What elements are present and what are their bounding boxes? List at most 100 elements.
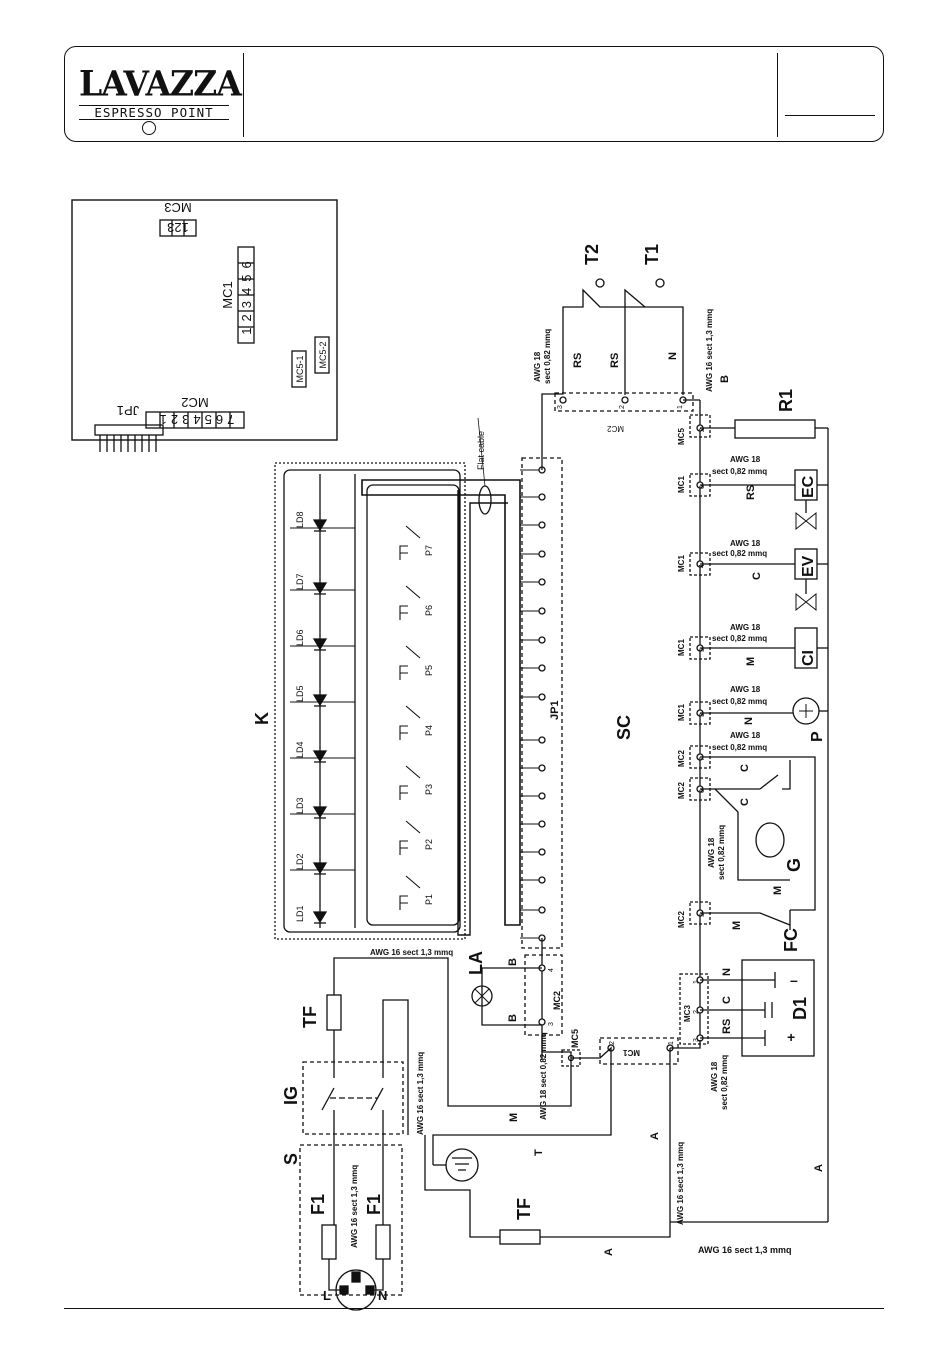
svg-text:AWG 18: AWG 18 xyxy=(730,731,761,740)
lower-wiring: 4 3 MC2 LA B B MC5 2 1 MC1 AWG 18 sect 0… xyxy=(333,951,828,1256)
logo-subtitle: ESPRESSO POINT xyxy=(79,105,229,120)
led-label-ld8: LD8 xyxy=(295,511,305,528)
svg-text:sect 0,82 mmq: sect 0,82 mmq xyxy=(712,467,767,476)
svg-text:–: – xyxy=(790,972,798,988)
p-label: P xyxy=(809,731,826,742)
button-label-p5: P5 xyxy=(424,665,434,676)
plug-n-label: N xyxy=(378,1288,387,1303)
svg-text:5: 5 xyxy=(699,913,706,917)
svg-text:sect 0,82 mmq: sect 0,82 mmq xyxy=(712,743,767,752)
led-ld4 xyxy=(312,750,328,763)
title-code-line xyxy=(785,115,875,116)
button-label-p2: P2 xyxy=(424,839,434,850)
svg-text:JP1: JP1 xyxy=(549,700,561,720)
led-label-ld1: LD1 xyxy=(295,905,305,922)
svg-text:2: 2 xyxy=(699,428,706,432)
title-block: LAVAZZA ESPRESSO POINT xyxy=(64,46,884,142)
svg-text:sect 0,82 mmq: sect 0,82 mmq xyxy=(717,825,726,880)
svg-text:MC1: MC1 xyxy=(677,476,686,493)
svg-text:sect 0,82 mmq: sect 0,82 mmq xyxy=(712,634,767,643)
svg-text:MC1: MC1 xyxy=(623,1048,640,1057)
la-label: LA xyxy=(466,951,486,975)
f1-label-left: F1 xyxy=(308,1194,328,1215)
svg-text:sect 0,82 mmq: sect 0,82 mmq xyxy=(712,549,767,558)
svg-text:M: M xyxy=(772,886,784,895)
board-mc3: 123 MC3 xyxy=(159,200,197,237)
power-input: AWG 16 sect 1,3 mmq TF IG AWG 16 sect 1,… xyxy=(281,948,479,1311)
svg-text:4: 4 xyxy=(548,968,555,972)
led-ld5 xyxy=(312,694,328,707)
button-label-p3: P3 xyxy=(424,784,434,795)
component-chain: R1 EC EV CI P xyxy=(677,389,829,1222)
ci-label: CI xyxy=(800,650,817,666)
svg-text:MC5-2: MC5-2 xyxy=(318,341,328,368)
led-ld2 xyxy=(312,862,328,875)
r1-label: R1 xyxy=(776,389,796,412)
ev-label: EV xyxy=(800,555,817,577)
svg-text:MC2: MC2 xyxy=(607,424,624,433)
flat-cable: Flat cable xyxy=(361,417,521,936)
board-mc1-label: MC1 xyxy=(220,281,235,308)
svg-text:A: A xyxy=(813,1164,825,1172)
svg-text:AWG 16 sect 1,3 mmq: AWG 16 sect 1,3 mmq xyxy=(416,1052,425,1135)
svg-text:MC1: MC1 xyxy=(677,639,686,656)
svg-text:AWG 16 sect 1,3 mmq: AWG 16 sect 1,3 mmq xyxy=(705,309,714,392)
svg-text:MC2: MC2 xyxy=(181,395,208,410)
title-divider-left xyxy=(243,53,244,137)
led-label-ld6: LD6 xyxy=(295,629,305,646)
board-mc2: 7654321 MC2 xyxy=(145,395,245,429)
led-label-ld5: LD5 xyxy=(295,685,305,702)
svg-text:RS: RS xyxy=(745,485,757,500)
svg-text:1: 1 xyxy=(677,405,684,409)
board-mc3-label: MC3 xyxy=(164,200,191,215)
svg-text:A: A xyxy=(649,1132,661,1140)
button-label-p7: P7 xyxy=(424,545,434,556)
led-label-ld3: LD3 xyxy=(295,797,305,814)
svg-text:2: 2 xyxy=(619,405,626,409)
svg-text:AWG 18: AWG 18 xyxy=(730,685,761,694)
svg-text:3: 3 xyxy=(699,713,706,717)
board-mc1-pins: 123456 xyxy=(239,255,254,334)
button-label-p1: P1 xyxy=(424,894,434,905)
svg-text:AWG 18: AWG 18 xyxy=(533,351,542,382)
t2-label: T2 xyxy=(582,244,602,265)
svg-text:MC2: MC2 xyxy=(677,750,686,767)
svg-text:C: C xyxy=(739,764,751,772)
svg-text:RS: RS xyxy=(721,1019,733,1034)
electronic-board: 123 MC3 123456 MC1 MC5-1 MC5-2 7654321 M… xyxy=(71,199,338,452)
title-divider-right xyxy=(777,53,778,137)
svg-text:MC5: MC5 xyxy=(677,428,686,445)
board-jp1: JP1 xyxy=(94,403,164,452)
svg-text:M: M xyxy=(508,1113,520,1122)
svg-text:sect 0,82 mmq: sect 0,82 mmq xyxy=(720,1055,729,1110)
d1-label: D1 xyxy=(790,997,810,1020)
svg-text:7654321: 7654321 xyxy=(156,412,235,427)
svg-text:2: 2 xyxy=(693,1010,700,1014)
board-mc1: 123456 MC1 xyxy=(220,246,255,344)
svg-text:AWG 16 sect 1,3 mmq: AWG 16 sect 1,3 mmq xyxy=(350,1165,359,1248)
board-mc3-pins: 123 xyxy=(167,220,189,235)
tf-upper-label: TF xyxy=(300,1006,320,1028)
svg-text:B: B xyxy=(719,375,731,383)
svg-text:B: B xyxy=(507,958,519,966)
svg-text:A: A xyxy=(603,1248,615,1256)
svg-text:1: 1 xyxy=(693,980,700,984)
svg-text:AWG 16 sect 1,3 mmq: AWG 16 sect 1,3 mmq xyxy=(698,1245,792,1255)
button-label-p6: P6 xyxy=(424,605,434,616)
thermostats: 3 2 1 MC2 T2 T1 RS RS N AWG 18 sect 0,82… xyxy=(533,244,731,433)
push-buttons xyxy=(399,525,421,910)
led-label-ld7: LD7 xyxy=(295,573,305,590)
svg-text:MC5-1: MC5-1 xyxy=(295,355,305,382)
tf-lower-label: TF xyxy=(514,1198,534,1220)
led-ld6 xyxy=(312,638,328,651)
t1-label: T1 xyxy=(642,244,662,265)
led-ld1 xyxy=(312,911,328,924)
board-mc5-2: MC5-2 xyxy=(314,336,330,374)
jp1-connector: JP1 xyxy=(520,400,563,1060)
s-label: S xyxy=(281,1153,301,1165)
svg-text:M: M xyxy=(745,657,757,666)
svg-text:3: 3 xyxy=(548,1022,555,1026)
board-mc5-1: MC5-1 xyxy=(291,350,307,388)
svg-text:AWG 18: AWG 18 xyxy=(730,455,761,464)
